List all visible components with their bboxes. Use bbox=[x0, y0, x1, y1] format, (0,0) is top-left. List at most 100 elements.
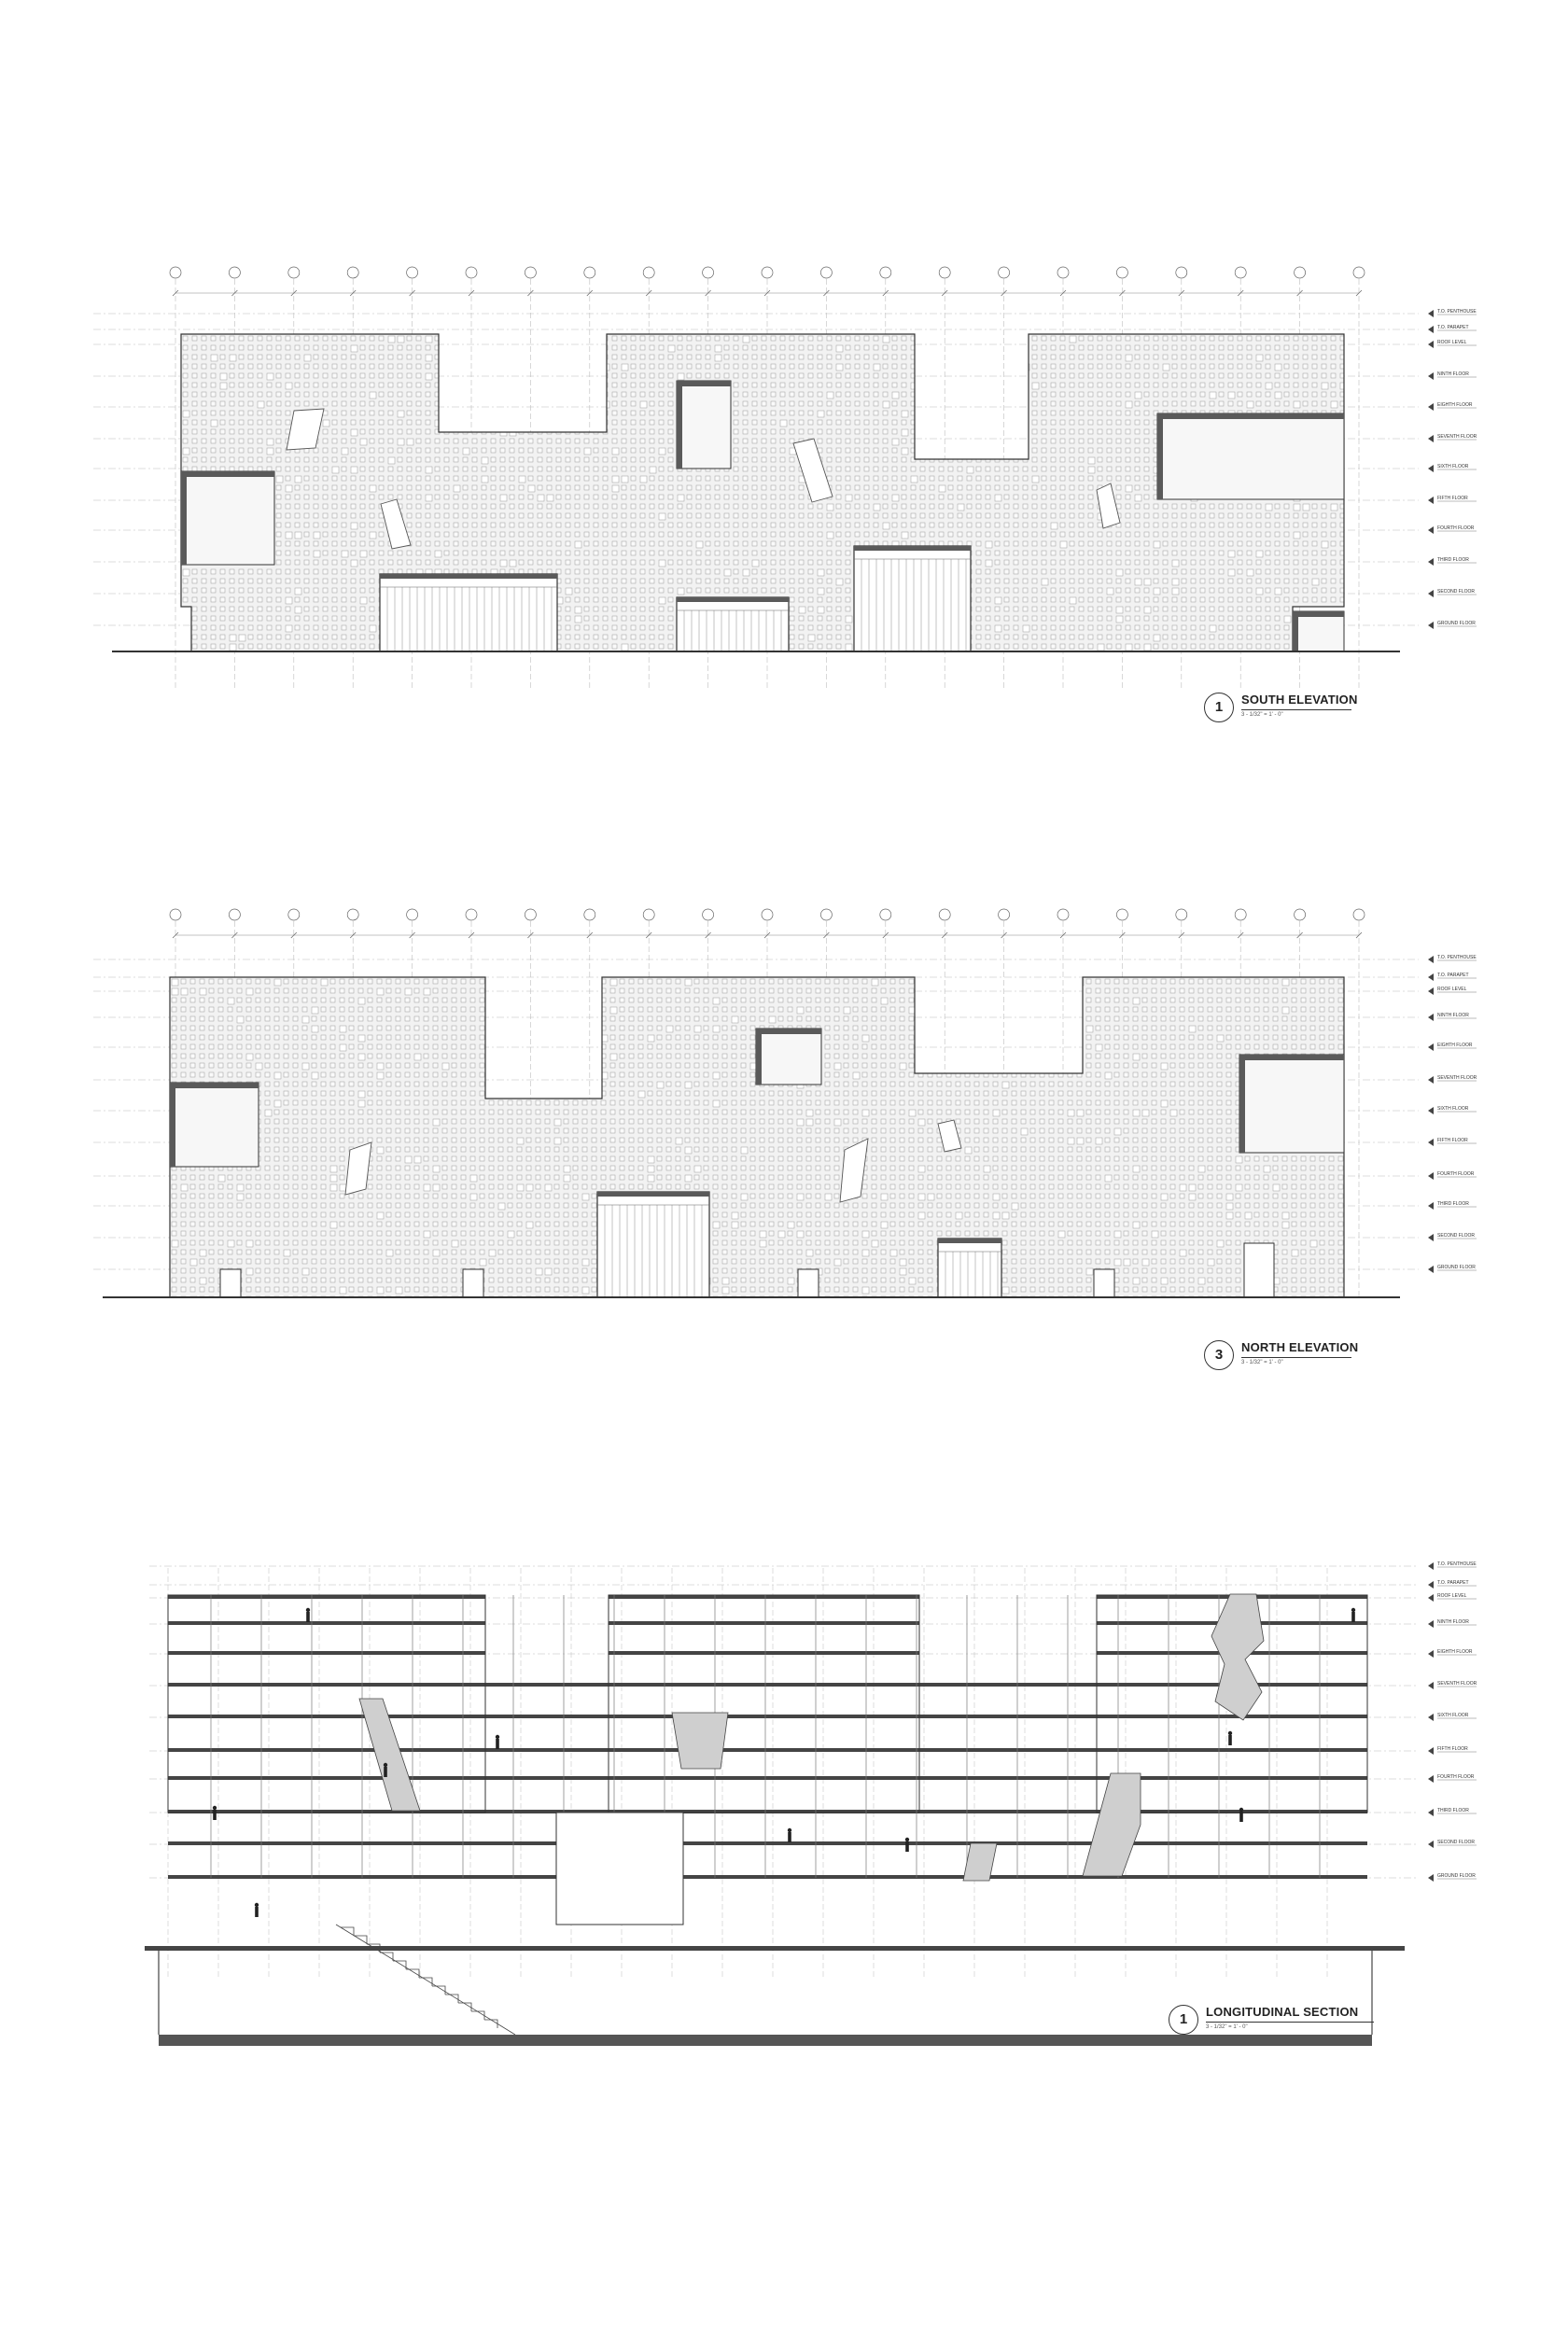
facade-panel bbox=[882, 512, 889, 519]
facade-panel bbox=[415, 391, 422, 398]
facade-panel bbox=[367, 997, 373, 1003]
facade-panel bbox=[509, 466, 515, 472]
facade-panel bbox=[583, 578, 590, 584]
facade-panel bbox=[1293, 344, 1299, 351]
facade-panel bbox=[497, 1006, 506, 1015]
facade-panel bbox=[1274, 503, 1281, 510]
facade-panel bbox=[359, 484, 366, 491]
facade-panel bbox=[621, 531, 627, 538]
facade-panel bbox=[649, 531, 655, 538]
facade-panel bbox=[1078, 428, 1085, 435]
facade-panel bbox=[1283, 531, 1290, 538]
facade-panel bbox=[350, 363, 357, 370]
facade-panel bbox=[835, 466, 842, 472]
facade-panel bbox=[359, 344, 366, 351]
facade-panel bbox=[210, 438, 217, 444]
facade-panel bbox=[285, 522, 291, 528]
facade-panel bbox=[854, 456, 861, 463]
facade-panel bbox=[1011, 997, 1017, 1003]
facade-panel bbox=[311, 987, 317, 994]
facade-panel bbox=[574, 363, 581, 370]
facade-panel bbox=[1321, 354, 1327, 360]
facade-panel bbox=[751, 540, 758, 547]
facade-panel bbox=[1003, 391, 1010, 398]
facade-panel bbox=[1087, 484, 1094, 491]
facade-panel bbox=[565, 419, 571, 426]
facade-panel bbox=[994, 568, 1001, 575]
facade-panel bbox=[453, 456, 459, 463]
facade-panel bbox=[973, 978, 980, 985]
facade-panel bbox=[1050, 335, 1057, 342]
facade-panel bbox=[406, 419, 413, 426]
facade-panel bbox=[1216, 997, 1223, 1003]
grid-bubble bbox=[287, 266, 301, 279]
facade-panel bbox=[191, 382, 198, 388]
facade-panel bbox=[210, 391, 217, 398]
facade-panel bbox=[751, 475, 758, 482]
facade-panel bbox=[1218, 540, 1225, 547]
facade-panel bbox=[555, 335, 562, 342]
facade-panel bbox=[367, 1006, 373, 1013]
facade-panel bbox=[509, 475, 515, 482]
facade-panel bbox=[229, 344, 235, 351]
facade-panel bbox=[611, 559, 618, 566]
level-label: SIXTH FLOOR bbox=[1437, 464, 1469, 469]
facade-panel bbox=[1337, 987, 1344, 994]
facade-panel bbox=[882, 335, 890, 343]
facade-panel bbox=[1050, 531, 1057, 538]
facade-panel bbox=[583, 419, 590, 426]
grid-bubble bbox=[525, 266, 537, 279]
facade-panel bbox=[266, 382, 273, 388]
facade-panel bbox=[1041, 363, 1047, 370]
facade-panel bbox=[602, 512, 609, 519]
facade-panel bbox=[180, 978, 187, 985]
facade-panel bbox=[1050, 410, 1057, 416]
facade-panel bbox=[257, 354, 263, 360]
facade-panel bbox=[238, 447, 245, 454]
grid-bubble bbox=[287, 908, 301, 921]
facade-panel bbox=[369, 531, 377, 539]
facade-panel bbox=[1199, 400, 1206, 407]
facade-panel bbox=[1057, 978, 1064, 985]
facade-panel bbox=[509, 335, 515, 342]
facade-panel bbox=[1181, 606, 1187, 612]
facade-panel bbox=[901, 475, 907, 482]
facade-panel bbox=[565, 606, 571, 612]
facade-panel bbox=[1153, 531, 1159, 538]
facade-panel bbox=[303, 643, 310, 650]
facade-panel bbox=[919, 410, 928, 418]
dimension-tick bbox=[231, 931, 238, 939]
level-label: FOURTH FLOOR bbox=[1437, 525, 1475, 531]
facade-panel bbox=[733, 410, 739, 416]
facade-panel bbox=[583, 624, 590, 631]
facade-panel bbox=[563, 987, 569, 994]
facade-panel bbox=[1031, 456, 1038, 463]
dimension-tick bbox=[349, 931, 357, 939]
facade-panel bbox=[1237, 587, 1243, 594]
facade-panel bbox=[322, 438, 329, 444]
facade-panel bbox=[826, 372, 833, 379]
facade-panel bbox=[462, 419, 469, 426]
facade-panel bbox=[1022, 568, 1029, 575]
facade-panel bbox=[359, 550, 368, 558]
facade-panel bbox=[639, 624, 646, 631]
facade-panel bbox=[1339, 354, 1344, 360]
facade-panel bbox=[611, 634, 618, 640]
facade-panel bbox=[649, 456, 655, 463]
facade-panel bbox=[247, 410, 254, 416]
facade-panel bbox=[863, 400, 870, 407]
facade-panel bbox=[957, 363, 963, 370]
facade-panel bbox=[1041, 568, 1047, 575]
facade-panel bbox=[1274, 578, 1281, 584]
facade-panel bbox=[329, 997, 336, 1003]
facade-panel bbox=[649, 419, 655, 426]
facade-panel bbox=[733, 391, 739, 398]
facade-panel bbox=[385, 987, 392, 994]
facade-panel bbox=[350, 428, 358, 437]
facade-panel bbox=[229, 456, 235, 463]
facade-panel bbox=[341, 400, 347, 407]
facade-panel bbox=[555, 484, 562, 491]
facade-panel bbox=[1171, 559, 1180, 567]
facade-panel bbox=[210, 410, 217, 416]
